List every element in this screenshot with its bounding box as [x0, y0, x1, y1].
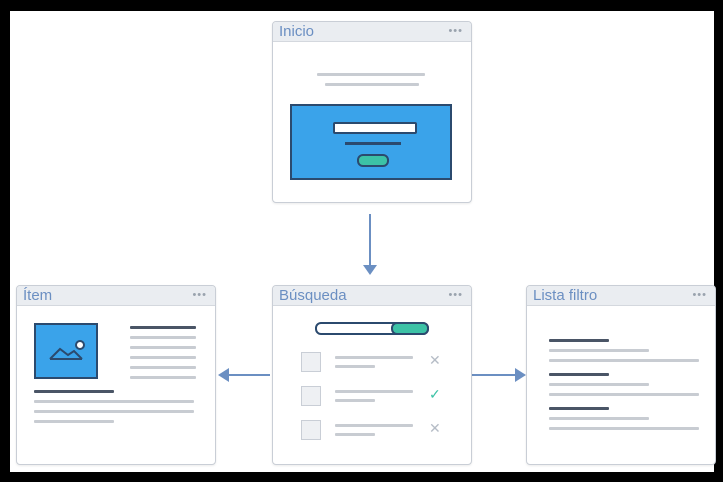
result-row: ✕: [301, 420, 451, 442]
more-dots-icon: •••: [448, 25, 463, 37]
text-line-placeholder: [34, 410, 194, 413]
text-line-placeholder: [549, 383, 649, 386]
checkbox-placeholder: [301, 386, 321, 406]
result-row: ✕: [301, 352, 451, 374]
window-titlebar: Inicio •••: [273, 22, 471, 42]
heading-line: [130, 326, 196, 329]
check-icon: ✓: [429, 386, 441, 402]
window-title: Inicio: [279, 23, 315, 40]
window-titlebar: Búsqueda •••: [273, 286, 471, 306]
text-line-placeholder: [130, 366, 196, 369]
cta-button-placeholder: [357, 154, 389, 167]
text-line-placeholder: [34, 400, 194, 403]
window-item: Ítem •••: [16, 285, 216, 465]
result-row: ✓: [301, 386, 451, 408]
x-icon: ✕: [429, 420, 441, 436]
heading-line: [549, 373, 609, 376]
text-line-placeholder: [335, 399, 375, 402]
text-line-placeholder: [549, 349, 649, 352]
more-dots-icon: •••: [192, 289, 207, 301]
text-line-placeholder: [549, 393, 699, 396]
arrowhead-down: [363, 265, 377, 275]
more-dots-icon: •••: [448, 289, 463, 301]
text-line-placeholder: [335, 365, 375, 368]
hero-banner: [290, 104, 452, 180]
text-line-placeholder: [335, 390, 413, 393]
text-line-placeholder: [34, 420, 114, 423]
text-line-placeholder: [130, 346, 196, 349]
window-titlebar: Ítem •••: [17, 286, 215, 306]
diagram-canvas: Inicio ••• Ítem •••: [10, 11, 716, 472]
text-line-placeholder: [130, 376, 196, 379]
heading-line: [34, 390, 114, 393]
text-line-placeholder: [335, 356, 413, 359]
text-line-placeholder: [549, 417, 649, 420]
text-line-placeholder: [130, 356, 196, 359]
x-icon: ✕: [429, 352, 441, 368]
window-titlebar: Lista filtro •••: [527, 286, 715, 306]
text-line-placeholder: [549, 427, 699, 430]
text-line-placeholder: [130, 336, 196, 339]
heading-line: [549, 407, 609, 410]
arrowhead-right: [515, 368, 526, 382]
window-busqueda: Búsqueda ••• ✕ ✓ ✕: [272, 285, 472, 465]
heading-line: [549, 339, 609, 342]
landscape-image-icon: [34, 323, 98, 379]
arrowhead-left: [218, 368, 229, 382]
text-line-placeholder: [335, 424, 413, 427]
search-button: [391, 322, 429, 335]
window-title: Búsqueda: [279, 287, 347, 304]
window-title: Ítem: [23, 287, 53, 304]
flow-arrows: [218, 214, 526, 382]
text-line-placeholder: [325, 83, 419, 86]
more-dots-icon: •••: [692, 289, 707, 301]
search-input: [315, 322, 429, 335]
text-line-placeholder: [335, 433, 375, 436]
text-line-placeholder: [317, 73, 425, 76]
text-line-placeholder: [549, 359, 699, 362]
window-title: Lista filtro: [533, 287, 598, 304]
search-bar-placeholder: [333, 122, 417, 134]
window-inicio: Inicio •••: [272, 21, 472, 203]
checkbox-placeholder: [301, 420, 321, 440]
checkbox-placeholder: [301, 352, 321, 372]
subtitle-line: [345, 142, 401, 145]
window-lista-filtro: Lista filtro •••: [526, 285, 716, 465]
